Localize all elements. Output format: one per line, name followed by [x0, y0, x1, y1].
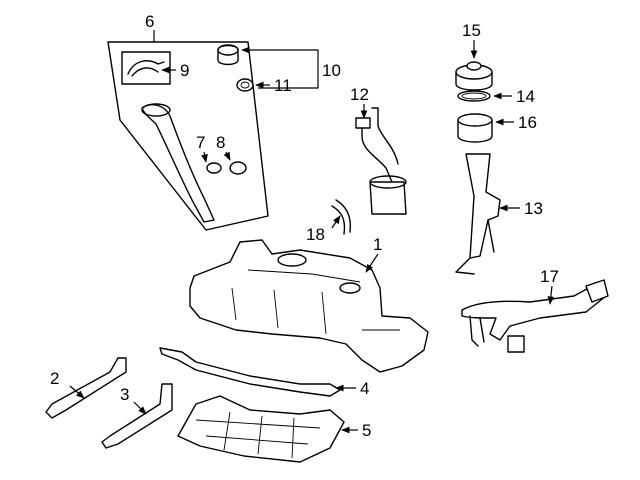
pump-top: [369, 175, 407, 189]
callout-9: 9: [180, 61, 189, 80]
module-seal-ring-inner: [461, 92, 487, 100]
callout-3: 3: [120, 385, 129, 404]
callout-17: 17: [540, 267, 559, 286]
callout-8: 8: [216, 133, 225, 152]
callout-5: 5: [362, 421, 371, 440]
pump-module-parts: [455, 61, 501, 275]
harness-connector-right: [585, 279, 609, 303]
filler-cap-parts: [217, 44, 319, 92]
callout-6: 6: [145, 12, 154, 31]
callout-2: 2: [50, 369, 59, 388]
sender-float-arm: [455, 219, 495, 275]
wiring-harness-part: [461, 279, 609, 353]
callout-4: 4: [360, 379, 369, 398]
seal-ring-hole: [240, 81, 250, 89]
fuel-tank-sender-port: [339, 282, 361, 294]
fuel-tank-pump-port: [277, 253, 307, 267]
harness-drop-left: [469, 315, 485, 347]
module-seal-ring: [457, 90, 491, 102]
callout-16: 16: [518, 113, 537, 132]
harness-main-run: [461, 283, 607, 341]
callout-1: 1: [373, 235, 382, 254]
tank-support-rod: [159, 347, 341, 397]
hose-clip-part: [127, 60, 165, 77]
callout-11: 11: [274, 76, 292, 95]
callout-14: 14: [516, 87, 535, 106]
callout-13: 13: [524, 199, 543, 218]
kit-bracket-outline: [107, 41, 269, 231]
pump-connector: [355, 117, 371, 129]
filler-neck-tube: [141, 104, 215, 223]
lock-ring-cap-knob: [466, 61, 482, 71]
callout-7: 7: [196, 133, 205, 152]
clip-kit-box: [121, 51, 171, 85]
module-flange-top: [457, 113, 493, 127]
pump-harness: [361, 107, 399, 183]
grommet-small: [206, 162, 222, 174]
fuel-tank-part: [189, 239, 429, 373]
callout-15: 15: [462, 21, 481, 40]
callout-12: 12: [350, 85, 369, 104]
filler-cap-top: [217, 44, 239, 56]
pump-body: [369, 181, 407, 215]
skid-shield-ribs: [195, 411, 321, 459]
callout-10: 10: [322, 61, 341, 80]
fuel-pump-sender-part: [355, 107, 407, 215]
callout-10-bracket: [244, 49, 319, 89]
harness-connector-bottom: [507, 335, 525, 353]
tank-strap-left: [45, 357, 127, 419]
vent-hose-part: [331, 199, 352, 235]
grommet-large: [229, 161, 247, 175]
fuel-tank-ridges: [231, 269, 400, 335]
sender-rod: [465, 153, 501, 259]
fuel-tank-body: [189, 239, 429, 373]
filler-neck-kit-group: [107, 30, 269, 231]
callout-labels: 1 2 3 4 5 6 7 8 9 10 11 12 13 14 15 16 1…: [50, 12, 559, 440]
filler-neck-opening: [141, 103, 171, 117]
callout-18: 18: [306, 225, 325, 244]
seal-ring-part: [236, 78, 254, 92]
tank-strap-right: [101, 383, 173, 449]
callout-leaders: [69, 40, 555, 434]
